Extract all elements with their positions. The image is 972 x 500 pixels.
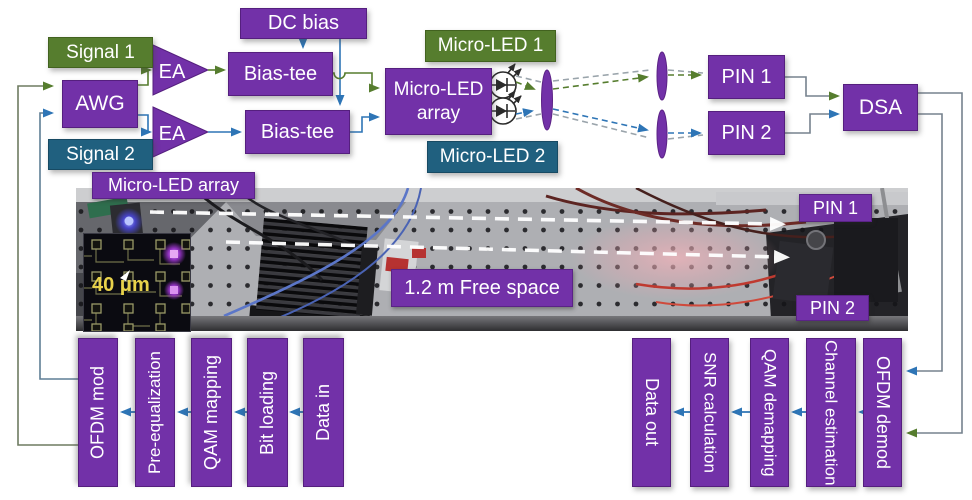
ea2-amplifier-symbol: EA [152,106,210,158]
beam1-dashed [515,69,704,90]
dc-bias-box: DC bias [240,8,367,39]
photo-free-space-badge: 1.2 m Free space [391,269,573,307]
rx-data-out-box: Data out [632,338,671,487]
ofdm-mod-to-awg-signal2-line [39,108,78,380]
inset-graphics [84,234,190,331]
rx-channel-estimation-box: Channel estimation [806,338,856,487]
led2-symbol [489,90,522,125]
ofdm-mod-to-awg-signal1-line [17,81,78,446]
inset-pointer-marker [120,270,130,281]
micro-led-inset-image: 40 μm [84,234,190,331]
photo-beam-lines [149,210,790,264]
dsa-box: DSA [843,84,918,131]
biastee1-to-array-arrow [333,72,380,93]
photo-pin2-badge: PIN 2 [796,295,869,321]
bias-tee1-box: Bias-tee [228,52,333,96]
signal1-label: Signal 1 [48,37,153,68]
beam2-dashed [515,108,704,140]
rx-snr-calculation-box: SNR calculation [690,338,729,487]
ea1-amplifier-symbol: EA [152,44,210,96]
awg-box: AWG [62,80,138,128]
inset-scale-label: 40 μm [92,274,150,296]
lens-1 [541,69,553,131]
micro-led1-label: Micro-LED 1 [425,30,556,62]
svg-text:EA: EA [159,61,186,83]
pin1-box: PIN 1 [708,55,785,99]
awg-to-ea2-arrow [138,114,152,137]
biastee2-to-array-arrow [350,112,380,133]
signal2-label: Signal 2 [48,139,153,170]
micro-led-array-box: Micro-LED array [385,68,492,135]
photo-pink-glow [571,216,781,300]
rx-ofdm-demod-box: OFDM demod [863,338,902,487]
inset-led-pads [91,239,190,331]
dsa-to-ofdm-demod-line1 [906,92,963,438]
awg-to-ea1-arrow [138,65,152,86]
pin2-box: PIN 2 [708,111,785,155]
micro-led2-label: Micro-LED 2 [427,141,558,173]
lens-2a [656,51,668,101]
bias-tee2-box: Bias-tee [245,110,350,154]
rx-qam-demapping-box: QAM demapping [750,338,789,487]
svg-text:EA: EA [159,123,186,145]
pin2-to-dsa-line [785,109,840,134]
photo-pin1-badge: PIN 1 [799,194,872,222]
lens-2b [656,109,668,159]
dsa-to-ofdm-demod-line2 [906,113,943,376]
photo-array-badge: Micro-LED array [92,172,255,199]
pin1-to-dsa-line [785,76,840,101]
